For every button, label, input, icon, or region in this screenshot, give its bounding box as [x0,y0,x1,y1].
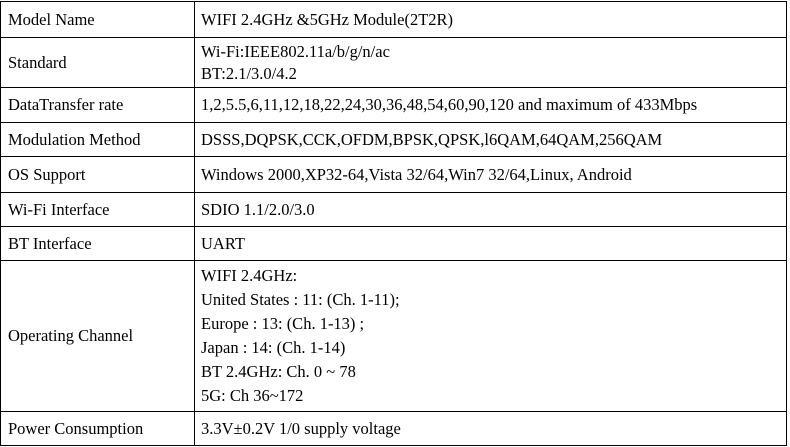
row-value-modulation-method: DSSS,DQPSK,CCK,OFDM,BPSK,QPSK,l6QAM,64QA… [194,122,787,157]
row-label-standard: Standard [0,37,195,88]
row-value-model-name: WIFI 2.4GHz &5GHz Module(2T2R) [194,1,787,38]
row-label-data-transfer-rate: DataTransfer rate [0,87,195,123]
value-line: Wi-Fi:IEEE802.11a/b/g/n/ac [201,41,390,61]
table-row: Standard Wi-Fi:IEEE802.11a/b/g/n/ac BT:2… [0,37,787,88]
row-label-operating-channel: Operating Channel [0,260,195,412]
value-line: 1,2,5.5,6,11,12,18,22,24,30,36,48,54,60,… [201,95,698,114]
table-row: BT Interface UART [0,226,787,261]
table-row: Operating Channel WIFI 2.4GHz: United St… [0,260,787,412]
table-row: DataTransfer rate 1,2,5.5,6,11,12,18,22,… [0,87,787,123]
table-row: Wi-Fi Interface SDIO 1.1/2.0/3.0 [0,192,787,227]
value-line: Europe : 13: (Ch. 1-13) ; [201,314,365,333]
row-value-os-support: Windows 2000,XP32-64,Vista 32/64,Win7 32… [194,156,787,193]
row-label-model-name: Model Name [0,1,195,38]
row-value-wifi-interface: SDIO 1.1/2.0/3.0 [194,192,787,227]
value-line: 5G: Ch 36~172 [201,386,304,405]
table-row: Power Consumption 3.3V±0.2V 1/0 supply v… [0,411,787,446]
table-row: Model Name WIFI 2.4GHz &5GHz Module(2T2R… [0,1,787,38]
row-label-wifi-interface: Wi-Fi Interface [0,192,195,227]
value-line: BT 2.4GHz: Ch. 0 ~ 78 [201,362,356,381]
row-value-operating-channel: WIFI 2.4GHz: United States : 11: (Ch. 1-… [194,260,787,412]
value-line: UART [201,233,245,253]
value-line: DSSS,DQPSK,CCK,OFDM,BPSK,QPSK,l6QAM,64QA… [201,129,663,149]
row-label-power-consumption: Power Consumption [0,411,195,446]
value-line: 3.3V±0.2V 1/0 supply voltage [201,418,401,438]
value-line: Japan : 14: (Ch. 1-14) [201,338,346,357]
row-value-data-transfer-rate: 1,2,5.5,6,11,12,18,22,24,30,36,48,54,60,… [194,87,787,123]
row-label-modulation-method: Modulation Method [0,122,195,157]
row-value-power-consumption: 3.3V±0.2V 1/0 supply voltage [194,411,787,446]
value-line: WIFI 2.4GHz &5GHz Module(2T2R) [201,9,454,29]
row-label-bt-interface: BT Interface [0,226,195,261]
value-line: WIFI 2.4GHz: [201,266,298,285]
table-row: OS Support Windows 2000,XP32-64,Vista 32… [0,156,787,193]
row-label-os-support: OS Support [0,156,195,193]
value-line: SDIO 1.1/2.0/3.0 [201,199,315,219]
value-line: Windows 2000,XP32-64,Vista 32/64,Win7 32… [201,164,632,184]
row-value-standard: Wi-Fi:IEEE802.11a/b/g/n/ac BT:2.1/3.0/4.… [194,37,787,88]
table-row: Modulation Method DSSS,DQPSK,CCK,OFDM,BP… [0,122,787,157]
value-line: United States : 11: (Ch. 1-11); [201,290,400,309]
row-value-bt-interface: UART [194,226,787,261]
value-line: BT:2.1/3.0/4.2 [201,63,297,83]
